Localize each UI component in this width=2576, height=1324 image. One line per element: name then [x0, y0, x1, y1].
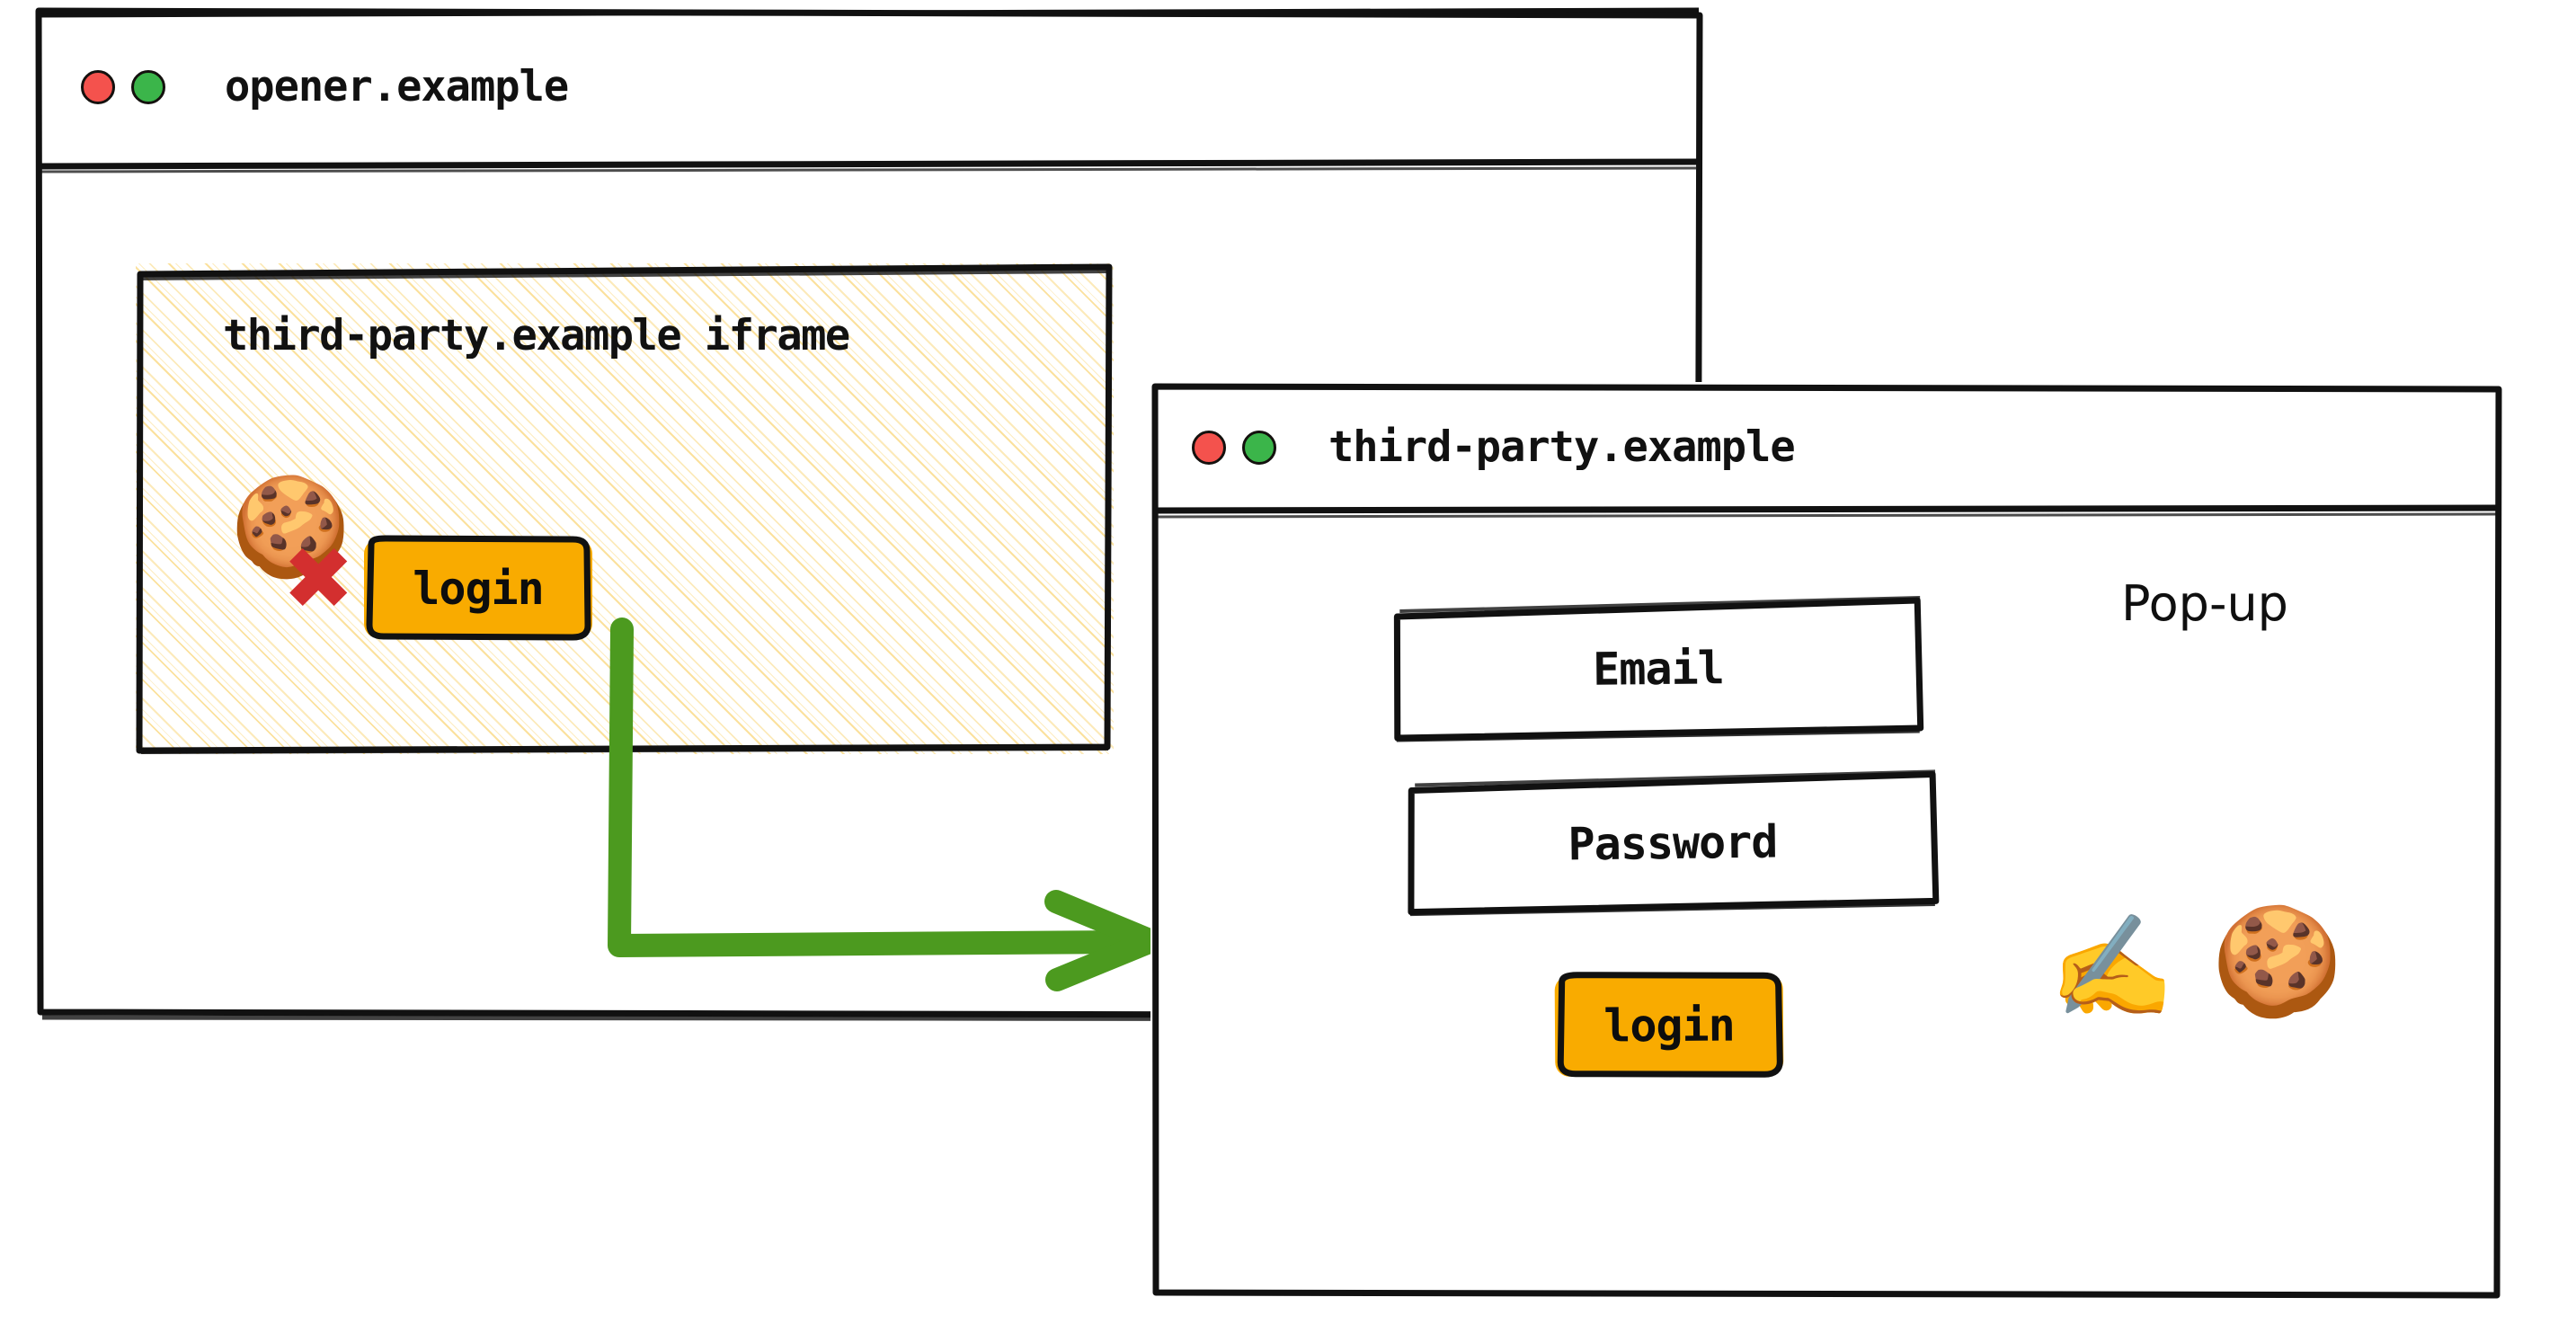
popup-window-title: third-party.example: [1328, 422, 1796, 472]
popup-browser-window: third-party.example Email Password login: [1150, 382, 2503, 1301]
opener-traffic-lights: [81, 69, 165, 104]
password-field[interactable]: Password: [1408, 769, 1940, 917]
third-party-iframe: third-party.example iframe 🍪 ✖ login: [136, 263, 1114, 754]
opener-window-title: opener.example: [225, 62, 569, 111]
email-field[interactable]: Email: [1393, 595, 1924, 742]
maximize-button-icon[interactable]: [1242, 430, 1276, 465]
popup-traffic-lights: [1192, 430, 1276, 465]
close-button-icon[interactable]: [1192, 430, 1226, 465]
popup-login-button-label: login: [1603, 999, 1735, 1053]
popup-login-button[interactable]: login: [1554, 972, 1784, 1078]
maximize-button-icon[interactable]: [131, 69, 165, 104]
iframe-login-button[interactable]: login: [364, 535, 592, 641]
popup-content-area: Email Password login Pop-up ✍️ 🍪: [1150, 512, 2503, 1301]
email-field-label: Email: [1592, 642, 1725, 696]
password-field-label: Password: [1568, 815, 1778, 871]
popup-annotation-label: Pop-up: [2121, 575, 2288, 632]
iframe-title-label: third-party.example iframe: [223, 311, 850, 360]
cookie-icon: 🍪: [2211, 899, 2343, 1023]
opener-titlebar: opener.example: [34, 7, 1703, 166]
iframe-login-button-label: login: [413, 563, 545, 615]
popup-titlebar: third-party.example: [1150, 382, 2503, 512]
writing-hand-icon: ✍️: [2049, 909, 2175, 1026]
close-button-icon[interactable]: [81, 69, 115, 104]
cross-icon: ✖: [282, 529, 355, 629]
